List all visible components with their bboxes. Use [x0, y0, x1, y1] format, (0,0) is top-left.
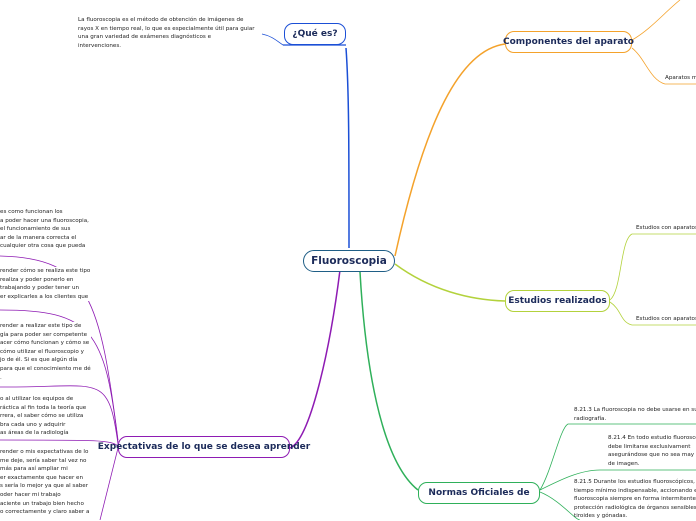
- expectativas-item-2: render cómo se realiza este tipo realiza…: [0, 267, 91, 302]
- connector-estudios-2: [609, 301, 696, 326]
- connector-expectativas-3: [0, 385, 119, 445]
- connector-normas-3: [539, 491, 581, 520]
- expectativas-item-1: es como funcionan los a poder hacer una …: [0, 208, 89, 251]
- componentes-subtopic: Aparatos m: [665, 75, 696, 81]
- connector-componentes: [394, 43, 506, 257]
- estudios-item-2: Estudios con aparatos: [636, 316, 696, 322]
- normas-item-3: 8.21.5 Durante los estudios fluoroscópic…: [574, 479, 696, 520]
- connector-normas-2: [539, 469, 696, 491]
- connector-normas-1: [539, 423, 696, 491]
- topic-estudios-realizados[interactable]: Estudios realizados: [505, 290, 610, 312]
- que-es-description: La fluoroscopia es el método de obtenció…: [78, 17, 255, 49]
- expectativas-item-5: render o mis expectativas de lo me deje,…: [0, 448, 90, 517]
- connector-estudios-1: [609, 233, 696, 301]
- estudios-item-1: Estudios con aparatos: [636, 225, 696, 231]
- connector-que-es-text: [261, 33, 284, 46]
- expectativas-item-3: render a realizar este tipo de gía para …: [0, 322, 91, 383]
- normas-item-2: 8.21.4 En todo estudio fluorosco debe li…: [608, 435, 696, 467]
- connector-expectativas: [289, 269, 341, 449]
- connector-estudios: [394, 263, 506, 302]
- topic-expectativas[interactable]: Expectativas de lo que se desea aprender: [98, 436, 310, 458]
- connector-componentes-top: [631, 0, 681, 41]
- connector-componentes-sub: [631, 47, 696, 85]
- connector-expectativas-5: [99, 447, 119, 520]
- central-topic-node[interactable]: Fluoroscopia: [303, 250, 395, 272]
- connector-expectativas-4: [0, 439, 119, 447]
- expectativas-item-4: o al utilizar los equipos de ráctica al …: [0, 395, 87, 438]
- connector-normas: [359, 271, 419, 491]
- topic-componentes-del-aparato[interactable]: Componentes del aparato: [503, 31, 634, 53]
- topic-que-es[interactable]: ¿Qué es?: [284, 23, 346, 45]
- normas-item-1: 8.21.3 La fluoroscopia no debe usarse en…: [574, 407, 696, 422]
- connector-que-es: [345, 47, 350, 249]
- topic-normas-oficiales[interactable]: Normas Oficiales de: [418, 482, 540, 504]
